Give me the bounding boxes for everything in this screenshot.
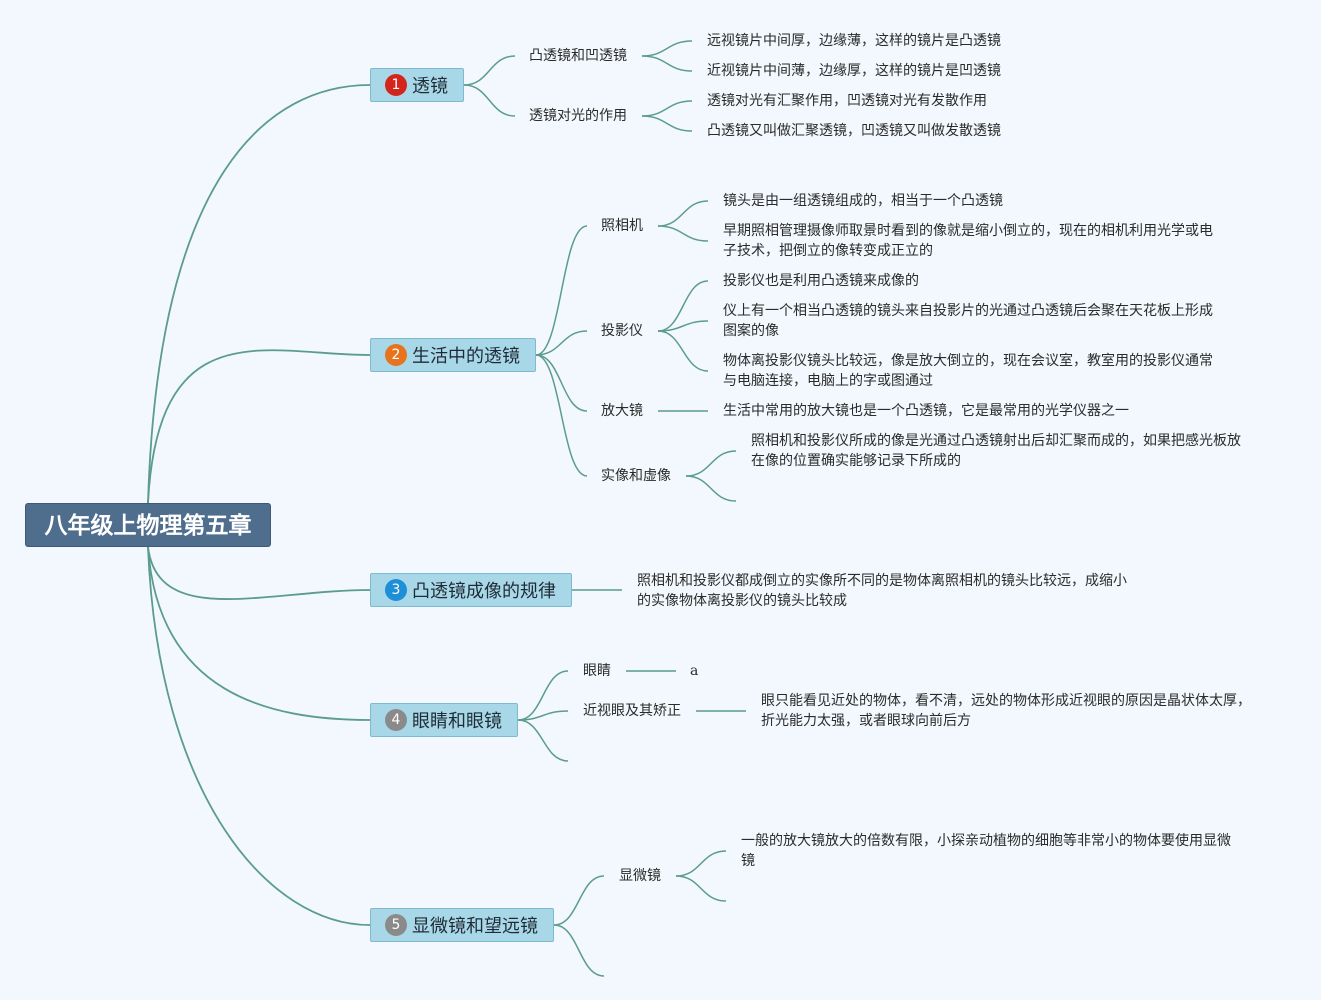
sub-convex-concave[interactable]: 凸透镜和凹透镜	[529, 48, 627, 64]
leaf-text[interactable]: 早期照相管理摄像师取景时看到的像就是缩小倒立的，现在的相机利用光学或电子技术，把…	[723, 223, 1213, 259]
leaf-line	[685, 450, 737, 477]
branch-line	[517, 670, 569, 721]
leaf-text[interactable]: 仪上有一个相当凸透镜的镜头来自投影片的光通过凸透镜后会聚在天花板上形成图案的像	[723, 303, 1213, 339]
branch-label: 生活中的透镜	[412, 346, 520, 367]
trunk-line	[147, 546, 371, 600]
sub-camera[interactable]: 照相机	[601, 218, 643, 234]
leaf-text[interactable]: a	[690, 663, 699, 679]
leaf-line	[657, 280, 709, 332]
leaf-text[interactable]: 凸透镜又叫做汇聚透镜，凹透镜又叫做发散透镜	[707, 123, 1001, 139]
leaf-line	[641, 115, 693, 132]
branch-label: 凸透镜成像的规律	[412, 581, 556, 602]
leaf-line	[641, 100, 693, 117]
branch-lens[interactable]: 1 透镜	[370, 68, 464, 102]
sub-myopia-correction[interactable]: 近视眼及其矫正	[583, 703, 681, 719]
branch-line	[535, 354, 588, 477]
leaf-line	[641, 55, 693, 72]
branch-line	[535, 225, 588, 356]
badge-5: 5	[385, 914, 407, 936]
leaf-line	[657, 320, 709, 332]
branch-line	[553, 875, 605, 926]
leaf-text[interactable]: 远视镜片中间厚，边缘薄，这样的镜片是凸透镜	[707, 33, 1001, 49]
leaf-text[interactable]: 镜头是由一组透镜组成的，相当于一个凸透镜	[723, 193, 1003, 209]
leaf-text[interactable]: 透镜对光有汇聚作用，凹透镜对光有发散作用	[707, 93, 987, 109]
leaf-line	[641, 40, 693, 57]
trunk-line	[147, 546, 371, 721]
sub-microscope[interactable]: 显微镜	[619, 868, 661, 884]
leaf-line	[657, 330, 709, 372]
sub-magnifier[interactable]: 放大镜	[601, 403, 643, 419]
leaf-line	[675, 850, 727, 877]
leaf-line	[657, 200, 709, 227]
leaf-text[interactable]: 投影仪也是利用凸透镜来成像的	[723, 273, 919, 289]
leaf-text[interactable]: 近视镜片中间薄，边缘厚，这样的镜片是凹透镜	[707, 63, 1001, 79]
leaf-text[interactable]: 眼只能看见近处的物体，看不清，远处的物体形成近视眼的原因是晶状体太厚，折光能力太…	[761, 693, 1251, 729]
branch-lens-in-life[interactable]: 2 生活中的透镜	[370, 338, 536, 372]
sub-lens-light[interactable]: 透镜对光的作用	[529, 108, 627, 124]
root-topic[interactable]: 八年级上物理第五章	[25, 503, 271, 547]
branch-line	[517, 719, 569, 762]
branch-line	[463, 55, 516, 86]
trunk-line	[147, 349, 371, 504]
trunk-line	[147, 84, 371, 504]
branch-line	[553, 924, 605, 977]
leaf-line	[685, 475, 737, 502]
leaf-line	[675, 875, 727, 902]
branch-line	[535, 354, 588, 412]
sub-real-virtual-image[interactable]: 实像和虚像	[601, 468, 671, 484]
branch-line	[535, 330, 588, 356]
branch-label: 眼睛和眼镜	[412, 711, 502, 732]
badge-4: 4	[385, 709, 407, 731]
sub-eye[interactable]: 眼睛	[583, 663, 611, 679]
leaf-text[interactable]: 一般的放大镜放大的倍数有限，小探亲动植物的细胞等非常小的物体要使用显微镜	[741, 833, 1231, 869]
trunk-line	[147, 546, 371, 926]
badge-2: 2	[385, 344, 407, 366]
leaf-text[interactable]: 物体离投影仪镜头比较远，像是放大倒立的，现在会议室，教室用的投影仪通常与电脑连接…	[723, 353, 1213, 389]
leaf-line	[657, 225, 709, 242]
sub-projector[interactable]: 投影仪	[601, 323, 643, 339]
badge-1: 1	[385, 74, 407, 96]
branch-eyes-glasses[interactable]: 4 眼睛和眼镜	[370, 703, 518, 737]
leaf-text[interactable]: 生活中常用的放大镜也是一个凸透镜，它是最常用的光学仪器之一	[723, 403, 1129, 419]
branch-microscope-telescope[interactable]: 5 显微镜和望远镜	[370, 908, 554, 942]
branch-label: 显微镜和望远镜	[412, 916, 538, 937]
branch-line	[463, 84, 516, 117]
leaf-text[interactable]: 照相机和投影仪所成的像是光通过凸透镜射出后却汇聚而成的，如果把感光板放在像的位置…	[751, 433, 1241, 469]
leaf-text[interactable]: 照相机和投影仪都成倒立的实像所不同的是物体离照相机的镜头比较远，成缩小的实像物体…	[637, 573, 1127, 609]
branch-line	[517, 710, 569, 721]
badge-3: 3	[385, 579, 407, 601]
branch-imaging-rules[interactable]: 3 凸透镜成像的规律	[370, 573, 572, 607]
branch-label: 透镜	[412, 76, 448, 97]
